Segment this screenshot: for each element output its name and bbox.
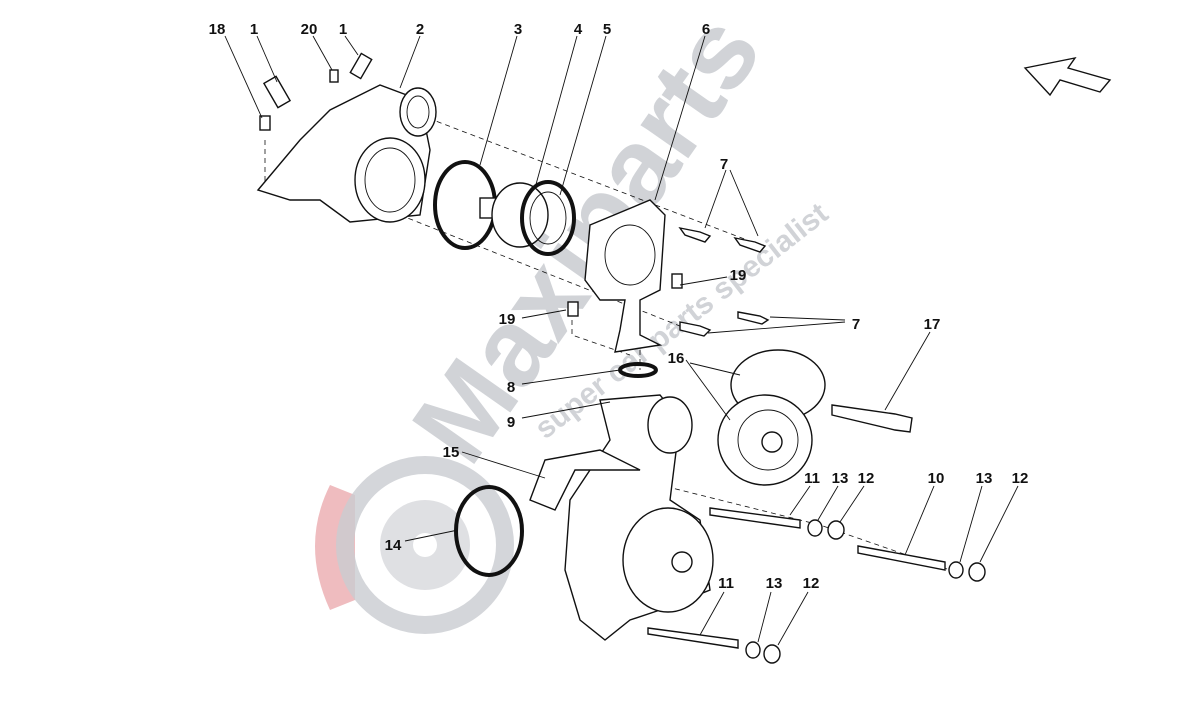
label-2: 2 — [416, 21, 424, 38]
thermostat-cover — [584, 199, 666, 353]
label-12: 12 — [803, 575, 820, 592]
label-13: 13 — [976, 470, 993, 487]
label-12: 12 — [1012, 470, 1029, 487]
bolt-17 — [831, 404, 913, 433]
label-13: 13 — [832, 470, 849, 487]
label-6: 6 — [702, 21, 710, 38]
studs-washers-nuts — [647, 507, 986, 664]
label-19: 19 — [499, 311, 516, 328]
label-15: 15 — [443, 444, 460, 461]
label-19: 19 — [730, 267, 747, 284]
arrow-left-icon — [1023, 56, 1112, 97]
label-1: 1 — [339, 21, 347, 38]
thermostat-housing — [256, 84, 437, 223]
sensors — [259, 52, 683, 317]
label-9: 9 — [507, 414, 515, 431]
thermostat — [479, 180, 576, 256]
leader-lines — [224, 35, 1019, 646]
label-12: 12 — [858, 470, 875, 487]
label-3: 3 — [514, 21, 522, 38]
o-ring-14 — [454, 485, 524, 577]
label-5: 5 — [603, 21, 611, 38]
label-18: 18 — [209, 21, 226, 38]
label-7: 7 — [852, 316, 860, 333]
label-11: 11 — [718, 575, 734, 592]
bolts-7 — [678, 226, 770, 337]
part-number-labels: 18 1 20 1 2 3 4 5 6 7 19 19 7 17 16 8 9 … — [209, 21, 1029, 592]
label-8: 8 — [507, 379, 515, 396]
label-13: 13 — [766, 575, 783, 592]
water-pump — [529, 394, 714, 641]
label-4: 4 — [574, 21, 583, 38]
label-14: 14 — [385, 537, 402, 554]
label-7: 7 — [720, 156, 728, 173]
tensioner-pulleys — [717, 349, 826, 486]
label-16: 16 — [668, 350, 685, 367]
label-10: 10 — [928, 470, 945, 487]
label-20: 20 — [301, 21, 318, 38]
label-17: 17 — [924, 316, 941, 333]
label-11: 11 — [804, 470, 820, 487]
label-1: 1 — [250, 21, 258, 38]
